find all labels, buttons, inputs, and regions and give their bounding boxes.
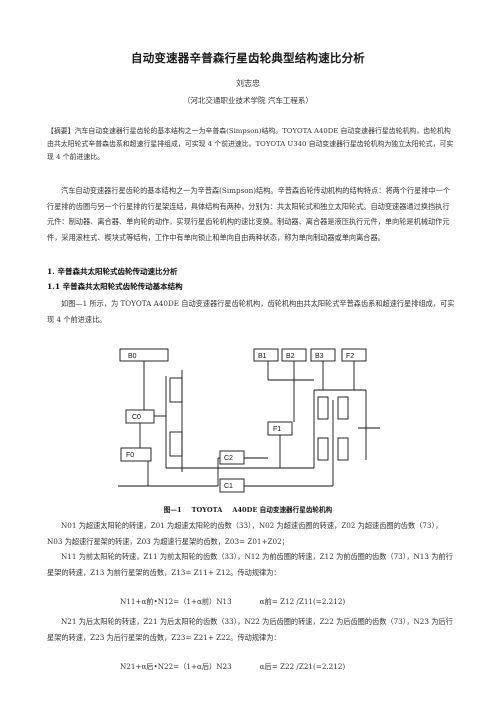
rear-formula-lhs: N21+α后•N22=（1+α后）N23 xyxy=(120,662,232,671)
planetary-gear-diagram: B0 B1 B2 B3 F2 C0 F1 F0 C2 C1 xyxy=(118,348,380,493)
label-b0: B0 xyxy=(128,353,137,360)
f0-box xyxy=(120,447,152,462)
rear-formula: N21+α后•N22=（1+α后）N23 α后= Z22 /Z21(=2.212) xyxy=(120,662,345,672)
abstract-label: 【摘要】 xyxy=(47,127,75,135)
front-formula-lhs: N11+α前•N12=（1+α前）N13 xyxy=(120,597,232,606)
caption-brand: TOYOTA xyxy=(191,506,223,514)
author-name: 刘志忠 xyxy=(236,79,260,88)
label-c1: C1 xyxy=(224,483,233,490)
c2-box xyxy=(219,450,245,465)
caption-text: A40DE 自动变速器行星齿轮机构 xyxy=(232,506,333,514)
b1-box xyxy=(253,348,279,362)
c1-box xyxy=(219,478,245,493)
label-b1: B1 xyxy=(258,353,267,360)
overdrive-description: N01 为超速太阳轮的转速，Z01 为超速太阳轮的齿数（33），N02 为超速齿… xyxy=(47,521,443,546)
caption-figure-number: 图—1 xyxy=(163,506,182,514)
section-heading-1-1: 1.1 辛普森共太阳轮式齿轮传动基本结构 xyxy=(47,282,183,291)
paper-title: 自动变速器辛普森行星齿轮典型结构速比分析 xyxy=(131,51,365,65)
affiliation: （河北交通职业技术学院 汽车工程系） xyxy=(183,96,313,105)
label-f0: F0 xyxy=(126,452,134,459)
label-f2: F2 xyxy=(346,353,354,360)
intro-paragraph: 汽车自动变速器行星齿轮的基本结构之一为辛普森(Simpson)结构。辛普森齿轮传… xyxy=(47,186,451,242)
abstract: 【摘要】汽车自动变速器行星齿轮的基本结构之一为辛普森(Simpson)结构。TO… xyxy=(47,125,455,165)
rear-set-description: N21 为后太阳轮的转速，Z21 为后太阳轮的齿数（33），N22 为后齿圈的转… xyxy=(47,617,453,642)
section-paragraph: 如图—1 所示，为 TOYOTA A40DE 自动变速器行星齿轮机构，齿轮机构由… xyxy=(47,299,455,324)
label-c0: C0 xyxy=(132,414,141,421)
front-set-description: N11 为前太阳轮的转速，Z11 为前太阳轮的齿数（33），N12 为前齿圈的转… xyxy=(47,552,453,577)
section-heading-1: 1. 辛普森共太阳轮式齿轮传动速比分析 xyxy=(47,267,178,276)
rear-formula-rhs: α后= Z22 /Z21(=2.212) xyxy=(259,662,346,671)
figure-caption: 图—1 TOYOTA A40DE 自动变速器行星齿轮机构 xyxy=(0,504,496,514)
label-b3: B3 xyxy=(315,353,324,360)
label-c2: C2 xyxy=(224,455,233,462)
front-formula: N11+α前•N12=（1+α前）N13 α前= Z12 /Z11(=2.212) xyxy=(120,597,345,607)
label-b2: B2 xyxy=(286,353,295,360)
label-f1: F1 xyxy=(273,426,281,433)
abstract-text: 汽车自动变速器行星齿轮的基本结构之一为辛普森(Simpson)结构。TOYOTA… xyxy=(47,127,454,162)
front-formula-rhs: α前= Z12 /Z11(=2.212) xyxy=(259,597,346,606)
